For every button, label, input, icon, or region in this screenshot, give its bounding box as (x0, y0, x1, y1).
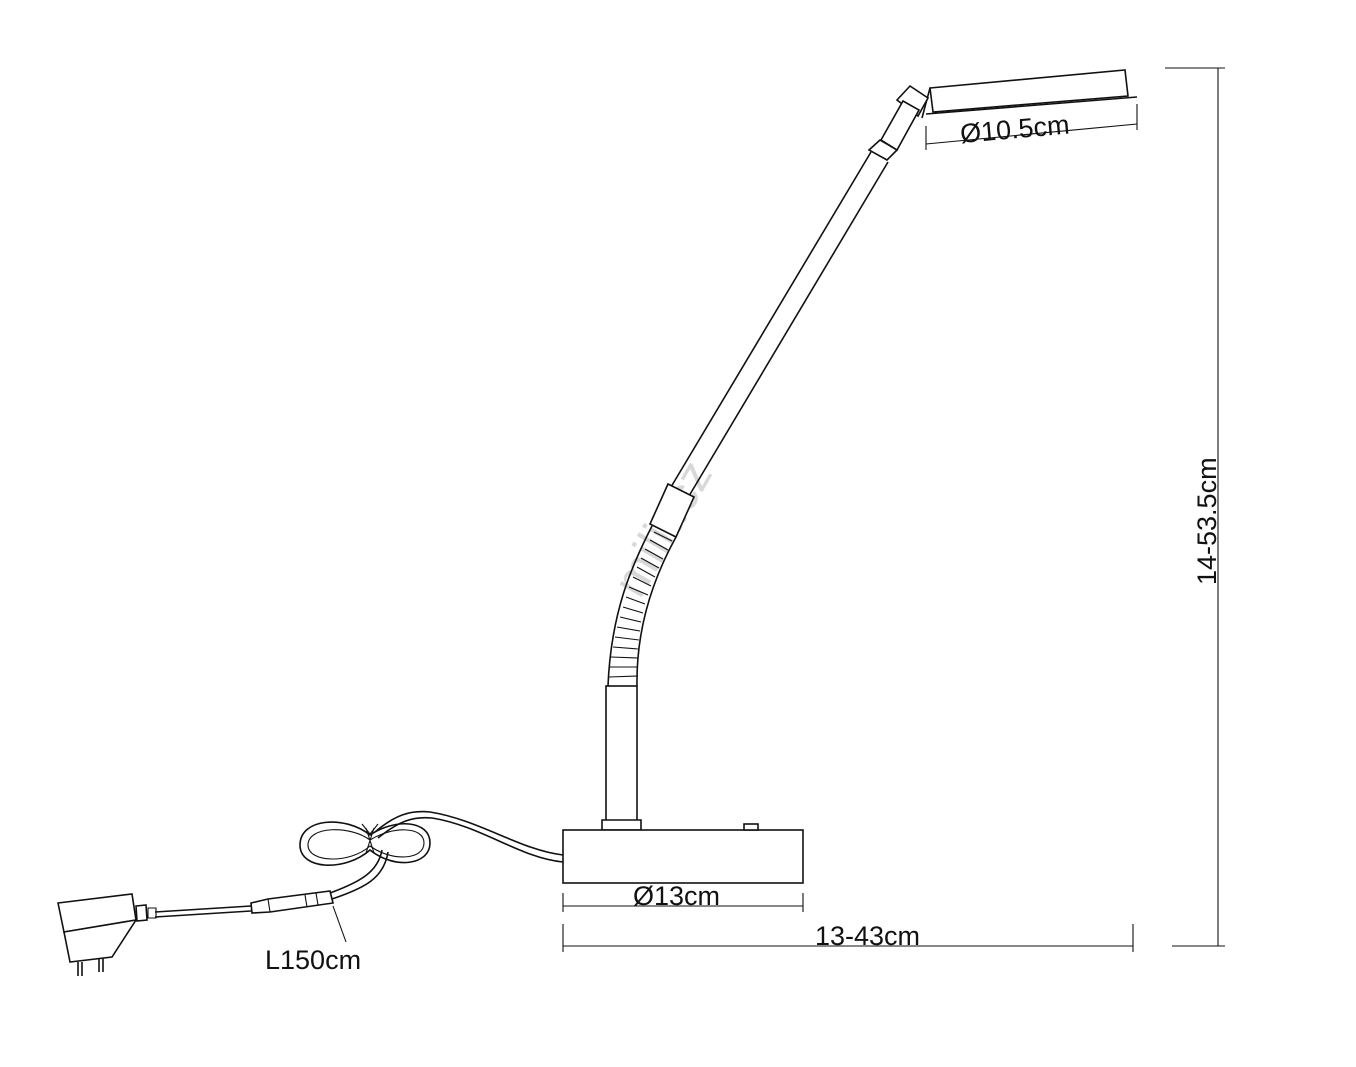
upper-arm (670, 151, 889, 497)
dimension-base-diameter (562, 893, 804, 912)
reach-label: 13-43cm (815, 921, 920, 951)
power-cable (154, 810, 564, 943)
cable-length-label: L150cm (265, 945, 361, 975)
dimension-height (1165, 67, 1225, 947)
power-adapter (57, 893, 157, 976)
head-joint (867, 84, 930, 161)
dimension-head-diameter (925, 104, 1138, 150)
dimension-reach (562, 924, 1134, 952)
head-diameter-label: Ø10.5cm (959, 110, 1071, 149)
lamp-head (921, 69, 1138, 119)
gooseneck (607, 525, 677, 687)
base-diameter-label: Ø13cm (633, 881, 720, 911)
height-label: 14-53.5cm (1192, 457, 1222, 585)
lamp-base (562, 823, 804, 884)
lamp-stem (601, 685, 642, 831)
